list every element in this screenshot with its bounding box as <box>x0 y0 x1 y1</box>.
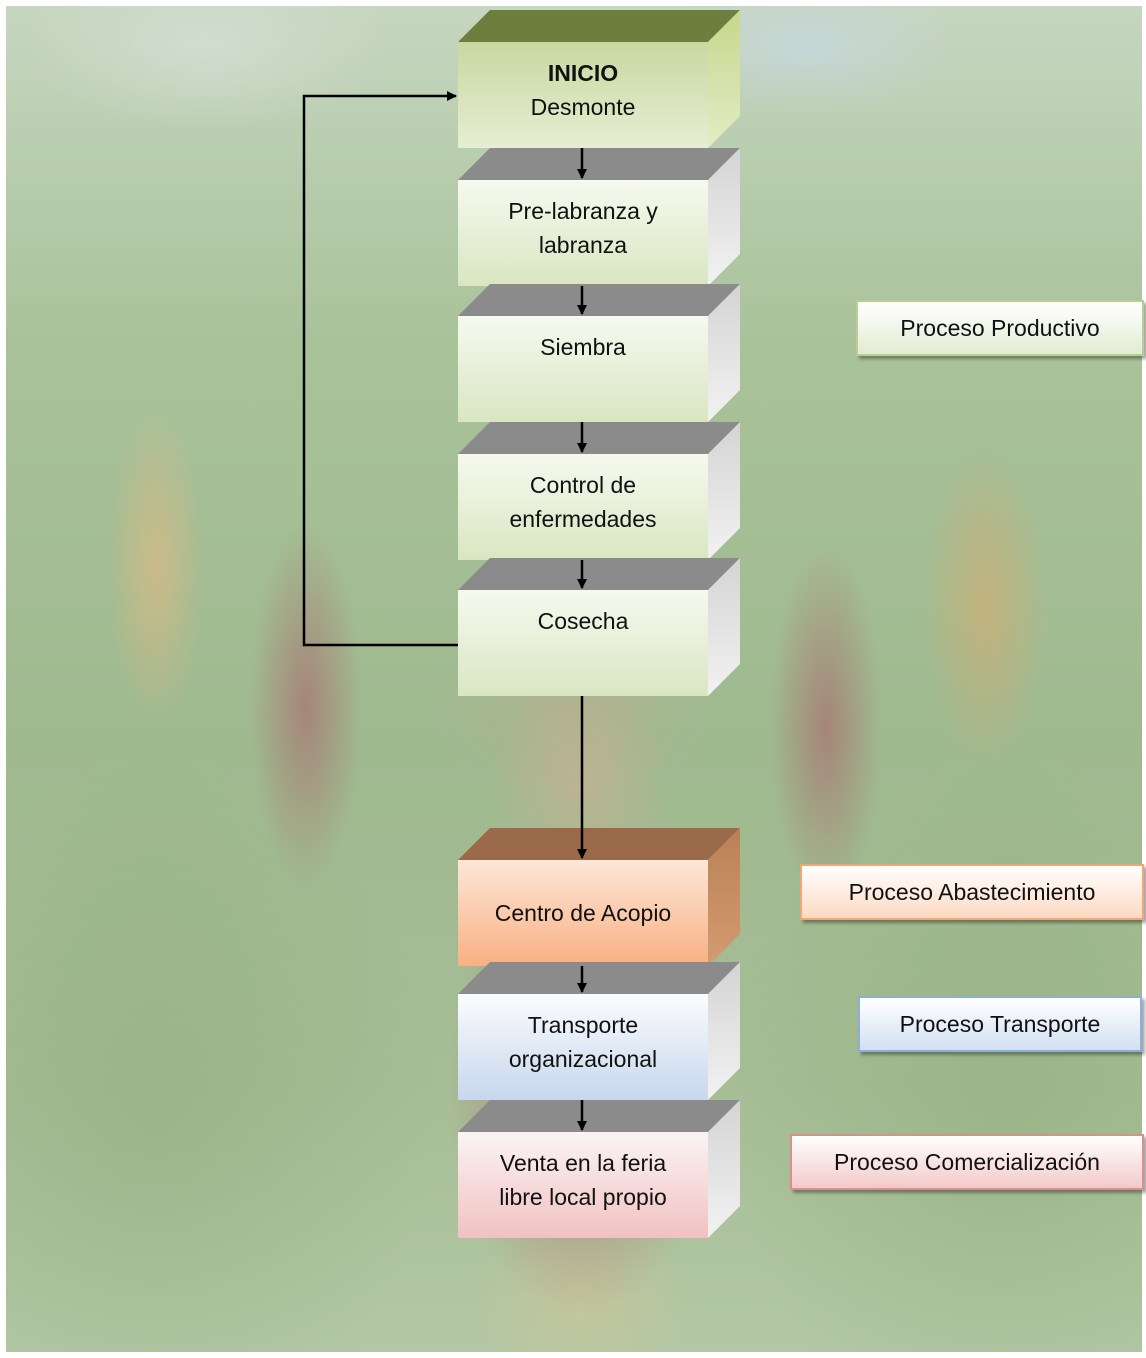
legend-label: Proceso Abastecimiento <box>848 878 1096 905</box>
step-label: Control de enfermedades <box>509 472 657 532</box>
legend-proceso-comercializacion: Proceso Comercialización <box>790 1134 1144 1190</box>
box-top-face <box>458 558 740 590</box>
legend-proceso-productivo: Proceso Productivo <box>856 300 1144 356</box>
step-label: Centro de Acopio <box>494 900 672 926</box>
box-top-face <box>458 962 740 994</box>
box-front-face: Venta en la feria libre local propio <box>458 1132 708 1238</box>
box-top-face <box>458 1100 740 1132</box>
step-label: Desmonte <box>530 94 636 120</box>
box-front-face: Siembra <box>458 316 708 422</box>
box-front-face: INICIO Desmonte <box>458 42 708 148</box>
step-label: Venta en la feria libre local propio <box>499 1150 667 1210</box>
step-venta: Venta en la feria libre local propio <box>458 1100 740 1238</box>
step-label: Siembra <box>540 334 626 360</box>
legend-label: Proceso Comercialización <box>834 1148 1100 1175</box>
box-front-face: Pre-labranza y labranza <box>458 180 708 286</box>
step-cosecha: Cosecha <box>458 558 740 696</box>
step-centro-acopio: Centro de Acopio <box>458 828 740 966</box>
step-label: Pre-labranza y labranza <box>508 198 658 258</box>
step-label: Cosecha <box>537 608 629 634</box>
loop-arrow-cosecha-to-desmonte <box>302 91 458 647</box>
box-top-face <box>458 10 740 42</box>
step-desmonte: INICIO Desmonte <box>458 10 740 148</box>
legend-label: Proceso Productivo <box>900 314 1100 341</box>
legend-proceso-abastecimiento: Proceso Abastecimiento <box>800 864 1144 920</box>
step-start-label: INICIO <box>547 60 619 86</box>
step-control-enfermedades: Control de enfermedades <box>458 422 740 560</box>
step-transporte: Transporte organizacional <box>458 962 740 1100</box>
box-front-face: Cosecha <box>458 590 708 696</box>
step-label: Transporte organizacional <box>508 1012 658 1072</box>
legend-label: Proceso Transporte <box>899 1010 1101 1037</box>
box-front-face: Transporte organizacional <box>458 994 708 1100</box>
step-siembra: Siembra <box>458 284 740 422</box>
box-top-face <box>458 284 740 316</box>
box-top-face <box>458 422 740 454</box>
step-pre-labranza: Pre-labranza y labranza <box>458 148 740 286</box>
box-front-face: Control de enfermedades <box>458 454 708 560</box>
box-front-face: Centro de Acopio <box>458 860 708 966</box>
box-top-face <box>458 828 740 860</box>
box-top-face <box>458 148 740 180</box>
legend-proceso-transporte: Proceso Transporte <box>858 996 1142 1052</box>
